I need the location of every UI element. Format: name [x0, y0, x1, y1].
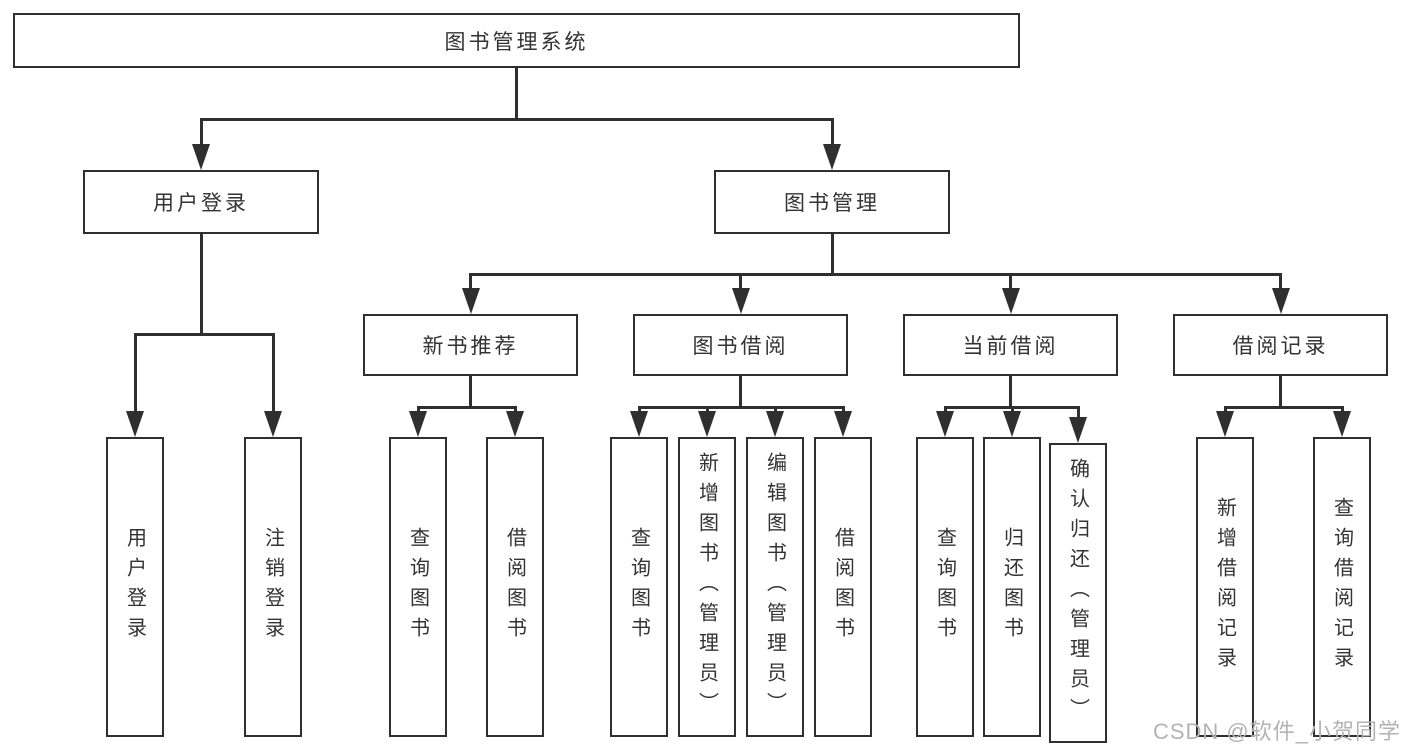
node-user-login: 用户登录	[83, 170, 319, 234]
arrow-down-icon	[461, 288, 480, 314]
arrow-down-icon	[1003, 411, 1021, 437]
arrow-down-icon	[1333, 411, 1351, 437]
arrow-down-icon	[630, 411, 648, 437]
node-bb-add-books-admin: 新增图书（管理员）	[678, 437, 736, 737]
connector-line	[199, 118, 203, 148]
connector-line	[416, 406, 517, 409]
node-bb-borrow-books: 借阅图书	[814, 437, 872, 737]
connector-line	[637, 406, 845, 409]
connector-line	[739, 376, 742, 409]
node-leaf-user-login: 用户登录	[106, 437, 164, 737]
arrow-down-icon	[192, 144, 210, 170]
node-bb-query-books: 查询图书	[610, 437, 668, 737]
connector-line	[133, 333, 137, 413]
connector-line	[637, 406, 641, 414]
node-cb-query-books: 查询图书	[916, 437, 974, 737]
connector-line	[943, 406, 947, 414]
connector-line	[1010, 406, 1014, 414]
node-borrowing-records: 借阅记录	[1173, 314, 1388, 376]
connector-line	[830, 118, 834, 148]
node-leaf-logout: 注销登录	[244, 437, 302, 737]
node-nb-query-books: 查询图书	[389, 437, 447, 737]
connector-line	[469, 376, 472, 409]
connector-line	[1340, 406, 1344, 414]
connector-line	[1009, 376, 1012, 409]
node-book-management: 图书管理	[714, 170, 950, 234]
arrow-down-icon	[1216, 411, 1234, 437]
node-new-book-recommendation: 新书推荐	[363, 314, 578, 376]
arrow-down-icon	[936, 411, 954, 437]
arrow-down-icon	[1069, 417, 1087, 443]
arrow-down-icon	[506, 411, 524, 437]
arrow-down-icon	[766, 411, 784, 437]
arrow-down-icon	[126, 411, 144, 437]
connector-line	[1279, 376, 1282, 409]
node-book-borrowing: 图书借阅	[633, 314, 848, 376]
node-br-query-record: 查询借阅记录	[1313, 437, 1371, 737]
connector-line	[469, 273, 1282, 276]
arrow-down-icon	[823, 144, 841, 170]
connector-line	[199, 234, 203, 336]
node-cb-confirm-return-admin: 确认归还（管理员）	[1049, 443, 1107, 743]
node-current-borrowing: 当前借阅	[903, 314, 1118, 376]
connector-line	[773, 406, 777, 414]
node-nb-borrow-books: 借阅图书	[486, 437, 544, 737]
node-cb-return-books: 归还图书	[983, 437, 1041, 737]
arrow-down-icon	[264, 411, 282, 437]
connector-line	[514, 68, 518, 121]
watermark-text: CSDN @软件_小贺同学	[1152, 719, 1401, 744]
arrow-down-icon	[1001, 288, 1020, 314]
connector-line	[1009, 273, 1012, 291]
arrow-down-icon	[731, 288, 750, 314]
connector-line	[199, 118, 834, 121]
connector-line	[1279, 273, 1282, 291]
connector-line	[1076, 406, 1080, 420]
connector-line	[513, 406, 517, 414]
connector-line	[271, 333, 275, 413]
arrow-down-icon	[834, 411, 852, 437]
arrow-down-icon	[409, 411, 427, 437]
connector-line	[1223, 406, 1227, 414]
connector-line	[133, 333, 275, 336]
arrow-down-icon	[1271, 288, 1290, 314]
connector-line	[469, 273, 472, 291]
node-br-add-record: 新增借阅记录	[1196, 437, 1254, 737]
connector-line	[841, 406, 845, 414]
connector-line	[1223, 406, 1344, 409]
node-bb-edit-books-admin: 编辑图书（管理员）	[746, 437, 804, 737]
connector-line	[830, 234, 834, 276]
connector-line	[416, 406, 420, 414]
node-root: 图书管理系统	[13, 13, 1020, 68]
connector-line	[705, 406, 709, 414]
connector-line	[739, 273, 742, 291]
arrow-down-icon	[698, 411, 716, 437]
